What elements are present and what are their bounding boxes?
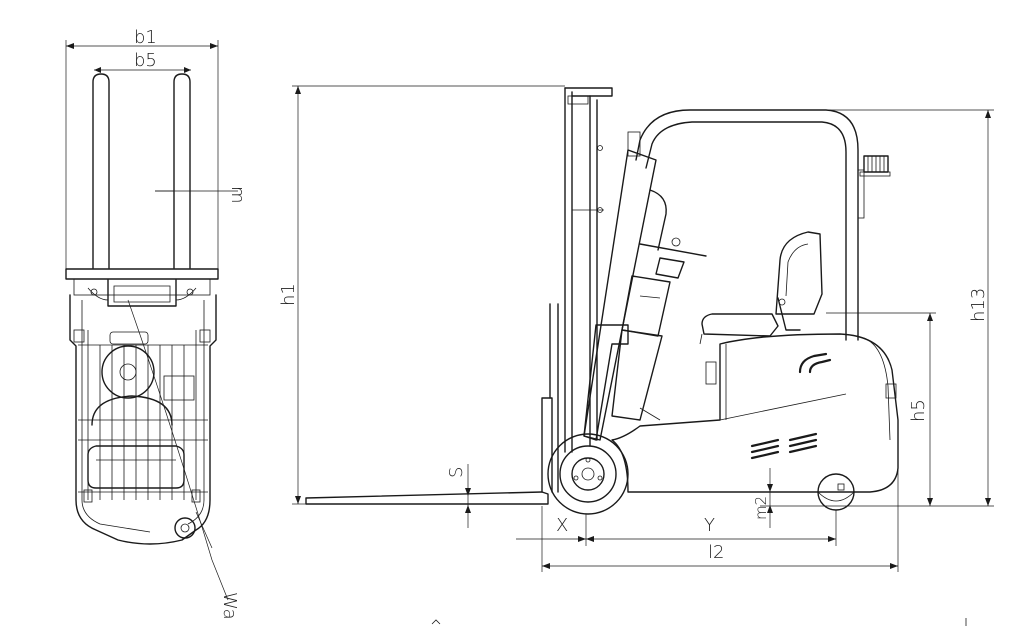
bottom-mark (431, 619, 441, 625)
label-m: m (227, 186, 248, 204)
label-b5: b5 (134, 50, 157, 71)
label-h13: h13 (968, 288, 989, 322)
front-view (65, 40, 238, 601)
side-view (292, 85, 994, 572)
label-x: X (556, 515, 568, 536)
label-s: S (446, 467, 467, 478)
label-b1: b1 (134, 27, 157, 48)
label-h1: h1 (278, 283, 299, 306)
label-y: Y (704, 515, 715, 536)
label-wa: Wa (219, 592, 240, 620)
label-h5: h5 (908, 399, 929, 422)
label-l2: l2 (708, 542, 724, 563)
label-m2: m2 (752, 496, 770, 520)
